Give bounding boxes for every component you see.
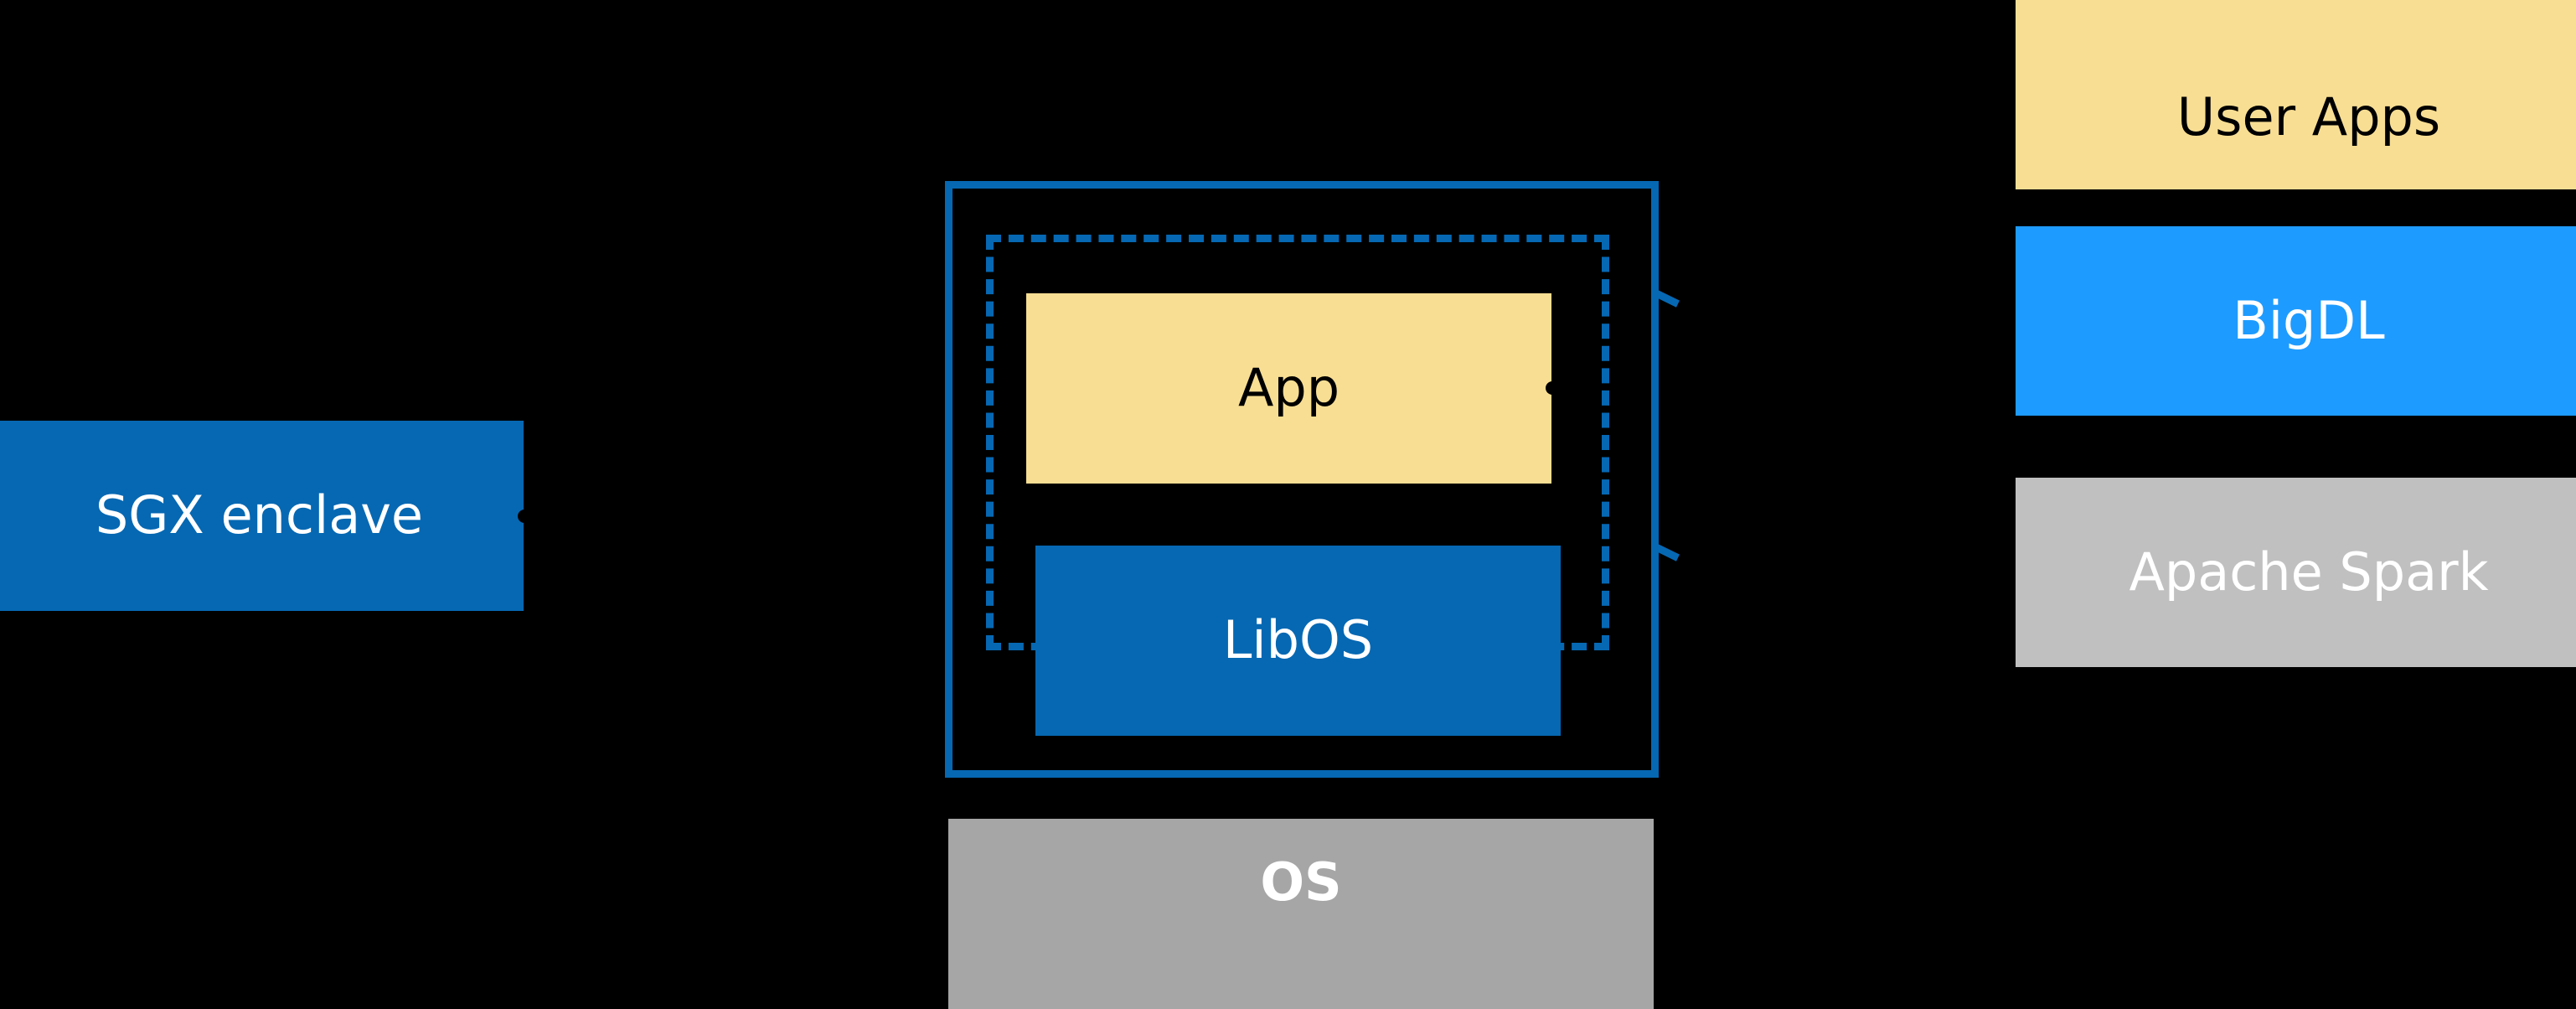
enclave-container-outline — [945, 181, 1659, 778]
app-label: App — [1237, 357, 1340, 419]
app-connector-arrowhead-icon — [1546, 381, 1559, 395]
bigdl-label: BigDL — [2233, 289, 2385, 351]
os-label: OS — [1260, 851, 1342, 913]
bigdl-box: BigDL — [2016, 226, 2576, 416]
sgx-enclave-label: SGX enclave — [95, 484, 424, 546]
os-box: OS — [948, 819, 1654, 1009]
user-apps-label: User Apps — [2176, 85, 2441, 147]
apache-spark-label: Apache Spark — [2129, 541, 2489, 603]
libos-label: LibOS — [1222, 609, 1374, 671]
sgx-enclave-connector-arrowhead-icon — [518, 510, 531, 523]
user-apps-box: User Apps — [2016, 0, 2576, 189]
apache-spark-box: Apache Spark — [2016, 478, 2576, 667]
sgx-enclave-box: SGX enclave — [0, 421, 524, 611]
app-box: App — [1026, 293, 1551, 484]
libos-box: LibOS — [1035, 546, 1561, 736]
